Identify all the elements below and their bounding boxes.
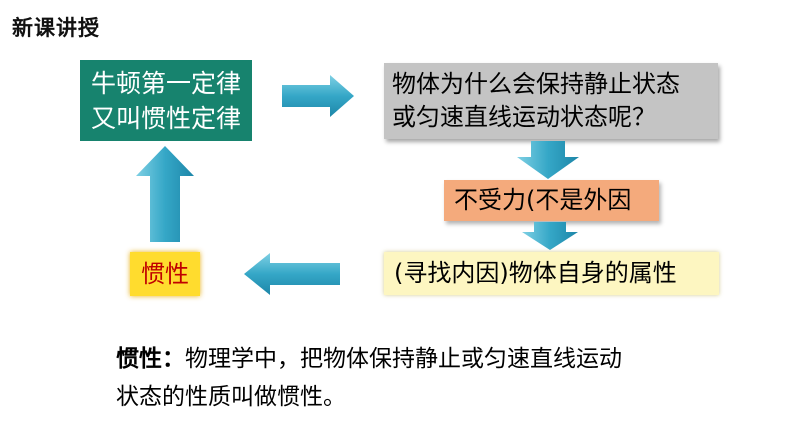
newton-first-law-line2: 又叫惯性定律 <box>90 104 241 133</box>
inertia-definition: 惯性：物理学中，把物体保持静止或匀速直线运动 状态的性质叫做惯性。 <box>116 340 756 416</box>
definition-line1: 惯性：物理学中，把物体保持静止或匀速直线运动 <box>116 340 756 378</box>
right-arrow-icon <box>282 75 354 117</box>
definition-line2: 状态的性质叫做惯性。 <box>116 384 346 410</box>
down-arrow-icon <box>522 222 578 250</box>
definition-term: 惯性： <box>116 346 185 372</box>
inner-cause-box: (寻找内因)物体自身的属性 <box>384 252 719 295</box>
no-force-box: 不受力(不是外因 <box>444 180 659 221</box>
inertia-box: 惯性 <box>130 252 200 296</box>
newton-first-law-line1: 牛顿第一定律 <box>90 69 241 98</box>
question-line1: 物体为什么会保持静止状态 <box>392 70 680 98</box>
left-arrow-icon <box>244 253 340 295</box>
definition-line1-text: 物理学中，把物体保持静止或匀速直线运动 <box>185 346 622 372</box>
page-title: 新课讲授 <box>12 16 100 40</box>
newton-first-law-box: 牛顿第一定律 又叫惯性定律 <box>80 60 252 141</box>
down-arrow-icon <box>517 141 579 179</box>
question-line2: 或匀速直线运动状态呢？ <box>392 103 656 131</box>
question-box: 物体为什么会保持静止状态 或匀速直线运动状态呢？ <box>384 63 718 139</box>
up-arrow-icon <box>136 146 194 242</box>
